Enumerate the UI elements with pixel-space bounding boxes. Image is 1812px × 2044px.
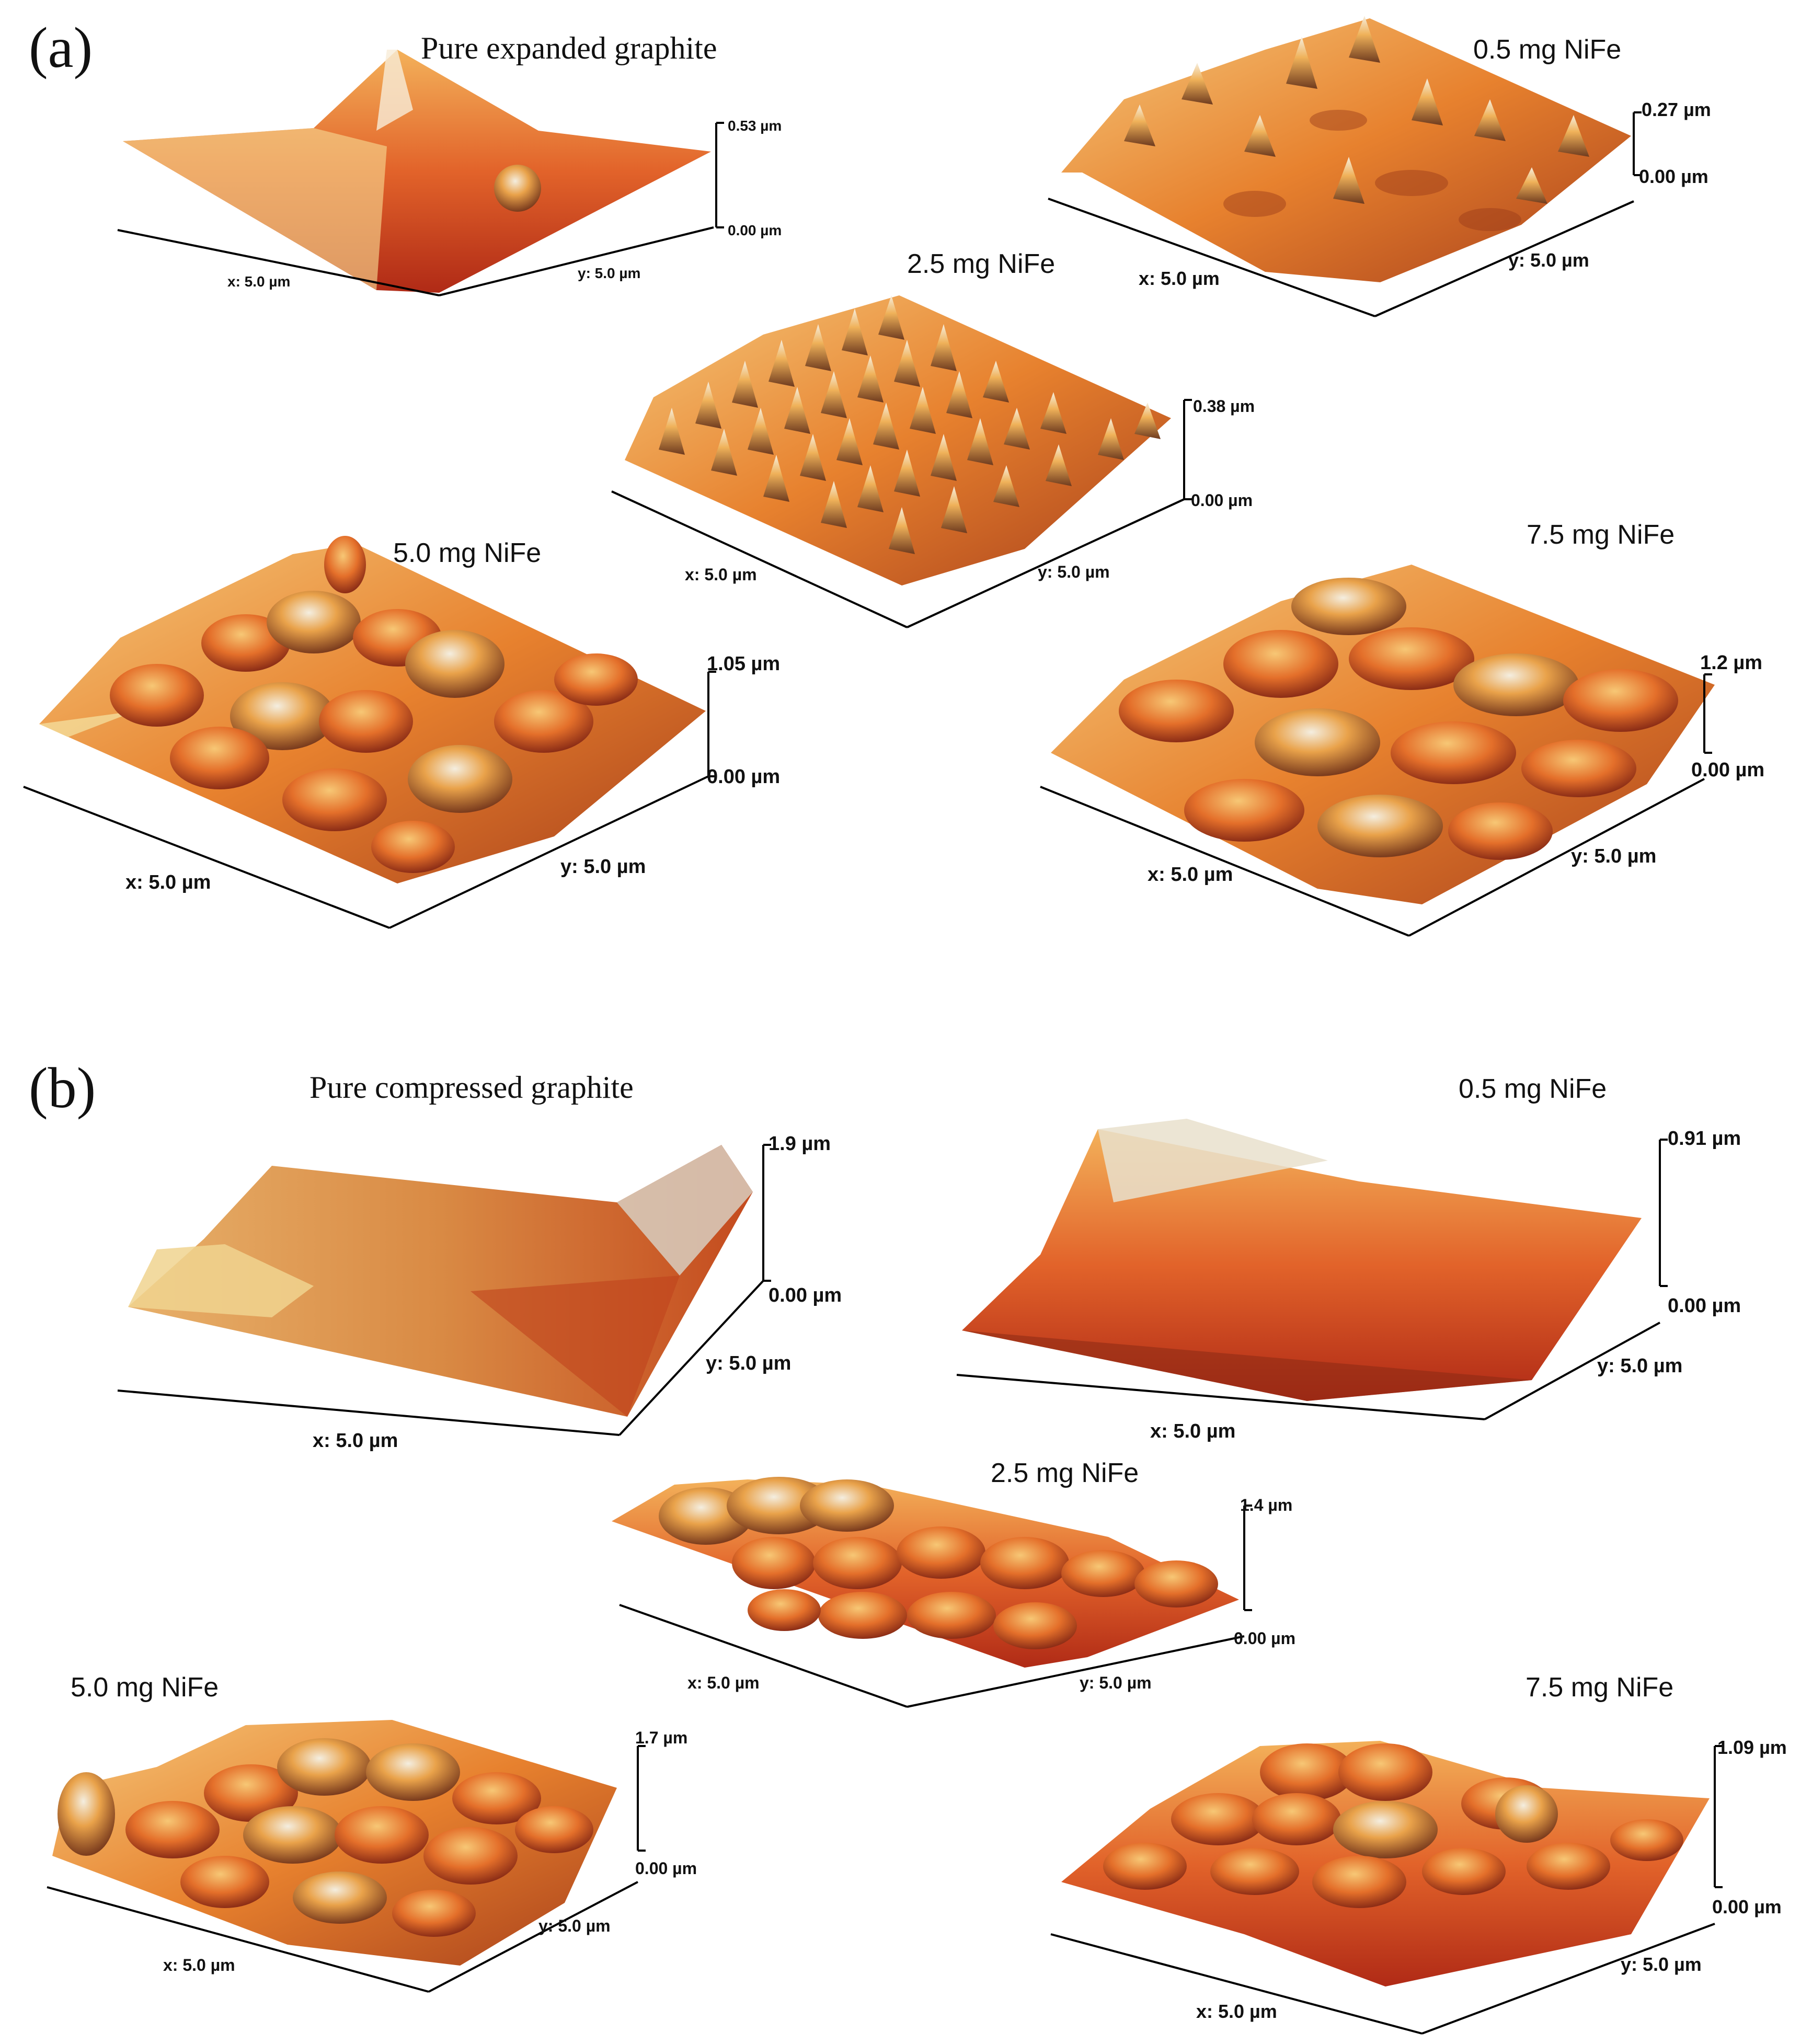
y-axis-label: y: 5.0 µm	[1597, 1355, 1682, 1377]
afm-title: Pure expanded graphite	[421, 31, 717, 65]
x-axis-label: x: 5.0 µm	[1139, 268, 1220, 289]
z-max-label: 0.53 µm	[728, 118, 782, 134]
afm-title: 2.5 mg NiFe	[991, 1458, 1139, 1488]
x-axis-label: x: 5.0 µm	[687, 1673, 760, 1692]
afm-title: 7.5 mg NiFe	[1527, 520, 1675, 550]
x-axis-label: x: 5.0 µm	[1150, 1420, 1235, 1442]
y-axis-label: y: 5.0 µm	[560, 856, 646, 878]
afm-surface	[123, 50, 711, 293]
afm-title: 2.5 mg NiFe	[907, 249, 1055, 279]
panel-label-a: (a)	[29, 16, 93, 79]
z-min-label: 0.00 µm	[1712, 1896, 1782, 1917]
z-max-label: 1.4 µm	[1240, 1496, 1292, 1514]
afm-image-a-5.0mg: 5.0 mg NiFe 1.05 µm 0.00 µm x: 5.0 µm y:…	[23, 536, 780, 929]
afm-title: 5.0 mg NiFe	[393, 538, 541, 568]
y-axis-label: y: 5.0 µm	[538, 1916, 611, 1935]
afm-surface	[625, 295, 1171, 585]
y-axis-label: y: 5.0 µm	[1080, 1673, 1152, 1692]
x-axis-label: x: 5.0 µm	[1148, 864, 1233, 886]
z-min-label: 0.00 µm	[1234, 1629, 1295, 1648]
z-max-label: 0.91 µm	[1668, 1128, 1741, 1150]
afm-title: 5.0 mg NiFe	[71, 1672, 219, 1703]
afm-title: 0.5 mg NiFe	[1473, 35, 1621, 65]
afm-title: 0.5 mg NiFe	[1459, 1074, 1607, 1104]
afm-image-b-2.5mg: 2.5 mg NiFe 1.4 µm 0.00 µm x: 5.0 µm y: …	[612, 1458, 1295, 1708]
x-axis-label: x: 5.0 µm	[125, 871, 211, 893]
z-max-label: 1.05 µm	[707, 653, 780, 675]
z-min-label: 0.00 µm	[635, 1859, 697, 1878]
panel-label-b: (b)	[29, 1056, 96, 1120]
y-axis-label: y: 5.0 µm	[706, 1352, 791, 1374]
x-axis-label: x: 5.0 µm	[313, 1430, 398, 1452]
z-min-label: 0.00 µm	[707, 766, 780, 788]
z-max-label: 1.9 µm	[769, 1133, 831, 1155]
x-axis-label: x: 5.0 µm	[685, 565, 757, 584]
y-axis-label: y: 5.0 µm	[1571, 845, 1656, 867]
x-axis-label: x: 5.0 µm	[227, 273, 290, 290]
afm-image-a-2.5mg: 2.5 mg NiFe 0.38 µm 0.00 µm x: 5.0 µm y:…	[611, 249, 1255, 628]
z-min-label: 0.00 µm	[1639, 166, 1708, 187]
z-max-label: 1.2 µm	[1700, 652, 1762, 674]
afm-title: 7.5 mg NiFe	[1526, 1672, 1673, 1703]
y-axis-label: y: 5.0 µm	[1621, 1954, 1702, 1975]
afm-image-a-pure-expanded-graphite: Pure expanded graphite 0.53 µm 0.00 µm x…	[117, 31, 782, 296]
y-axis-label: y: 5.0 µm	[1038, 562, 1110, 581]
z-max-label: 0.38 µm	[1193, 397, 1255, 416]
y-axis-label: y: 5.0 µm	[578, 265, 640, 281]
z-max-label: 1.7 µm	[635, 1728, 687, 1747]
z-min-label: 0.00 µm	[1691, 759, 1764, 781]
afm-image-a-7.5mg: 7.5 mg NiFe 1.2 µm 0.00 µm x: 5.0 µm y: …	[1040, 520, 1764, 937]
afm-image-b-pure-compressed-graphite: Pure compressed graphite 1.9 µm 0.00 µm …	[117, 1070, 842, 1452]
afm-image-a-0.5mg: 0.5 mg NiFe 0.27 µm 0.00 µm x: 5.0 µm y:…	[1048, 16, 1711, 317]
afm-title: Pure compressed graphite	[309, 1070, 634, 1105]
z-min-label: 0.00 µm	[1668, 1295, 1741, 1317]
x-axis-label: x: 5.0 µm	[163, 1956, 235, 1974]
afm-image-b-0.5mg: 0.5 mg NiFe 0.91 µm 0.00 µm x: 5.0 µm y:…	[956, 1074, 1741, 1442]
z-min-label: 0.00 µm	[1191, 491, 1253, 510]
x-axis-label: x: 5.0 µm	[1196, 2001, 1277, 2022]
y-axis-label: y: 5.0 µm	[1508, 249, 1589, 271]
z-min-label: 0.00 µm	[728, 222, 782, 238]
z-max-label: 0.27 µm	[1642, 99, 1711, 120]
afm-image-b-5.0mg: 5.0 mg NiFe 1.7 µm 0.00 µm x: 5.0 µm y: …	[47, 1672, 697, 1993]
afm-image-b-7.5mg: 7.5 mg NiFe 1.09 µm 0.00 µm x: 5.0 µm y:…	[1050, 1672, 1787, 2035]
z-max-label: 1.09 µm	[1717, 1737, 1787, 1758]
z-min-label: 0.00 µm	[769, 1284, 842, 1306]
